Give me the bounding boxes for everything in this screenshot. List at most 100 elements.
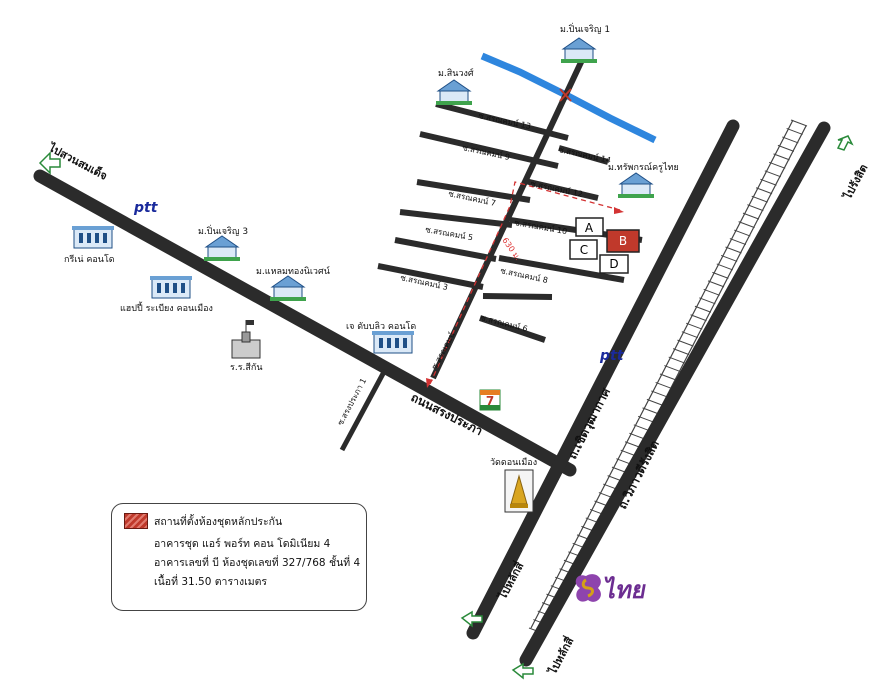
route-arrow-head-1 bbox=[426, 378, 433, 388]
seven-eleven-icon: 7 bbox=[479, 389, 501, 411]
legend-line-1: อาคารชุด แอร์ พอร์ท คอน โดมิเนียม 4 bbox=[154, 538, 331, 550]
block-d bbox=[599, 254, 629, 274]
rail-tie bbox=[668, 356, 685, 364]
legend-line-3: เนื้อที่ 31.50 ตารางเมตร bbox=[154, 576, 268, 588]
soi-sornkom-label: ซ.สรณคมน์ bbox=[429, 330, 457, 371]
legend-swatch bbox=[124, 513, 148, 529]
rail-tie bbox=[707, 280, 725, 288]
rail-tie bbox=[681, 331, 699, 339]
rail-tie bbox=[734, 229, 751, 237]
rail-tie bbox=[742, 212, 760, 220]
building-icon bbox=[150, 276, 192, 299]
pun-charoen-1-label: ม.ปิ่นเจริญ 1 bbox=[560, 22, 610, 35]
logo-text: ไทย bbox=[599, 575, 649, 604]
legend-title: สถานที่ตั้งห้องชุดหลักประกัน bbox=[154, 516, 283, 528]
seven-eleven-label: 7 bbox=[486, 394, 494, 408]
rail-tie bbox=[633, 424, 650, 432]
rail-tie bbox=[716, 263, 733, 271]
thai-logo: ไทย bbox=[575, 574, 649, 604]
rail-tie bbox=[694, 305, 712, 313]
soi-5-label: ซ.สรณคมน์ 5 bbox=[425, 224, 474, 242]
vibhavadi-road bbox=[519, 121, 831, 667]
block-a-label: A bbox=[585, 221, 594, 235]
soi-10-label: ซ.สรณคมน์ 10 bbox=[514, 217, 568, 236]
rail-tie bbox=[777, 144, 795, 152]
pun-charoen-3-label: ม.ปิ่นเจริญ 3 bbox=[198, 224, 248, 237]
block-b-target bbox=[606, 229, 640, 253]
house-icon bbox=[204, 235, 240, 261]
house-icon bbox=[270, 275, 306, 301]
soi-6-label: ซ.สรณคมน์ 6 bbox=[480, 312, 529, 333]
rail-tie bbox=[764, 170, 781, 178]
ptt-logo-2: ptt bbox=[599, 348, 625, 364]
to-lak-si-label-2: ไปหลักสี่ bbox=[543, 634, 576, 678]
rail-tie bbox=[725, 246, 742, 254]
rail-tie bbox=[768, 161, 786, 169]
building-icon bbox=[72, 226, 114, 249]
rail-tie bbox=[690, 314, 707, 322]
rail-tie bbox=[755, 187, 773, 195]
rail-tie bbox=[642, 407, 659, 415]
railway bbox=[528, 119, 808, 635]
arrow-icon bbox=[511, 662, 534, 680]
wat-label: วัดดอนเมือง bbox=[490, 457, 537, 468]
rail-tie bbox=[686, 322, 703, 330]
rail-tie bbox=[651, 390, 668, 398]
block-d-label: D bbox=[609, 257, 618, 271]
rail-tie bbox=[773, 153, 790, 161]
legend-box: สถานที่ตั้งห้องชุดหลักประกัน อาคารชุด แอ… bbox=[111, 503, 367, 611]
sinwong-label: ม.สินวงศ์ bbox=[438, 67, 474, 79]
school-label: ร.ร.สีกัน bbox=[230, 362, 262, 373]
rail-tie bbox=[790, 119, 808, 127]
block-c-label: C bbox=[580, 243, 588, 257]
soi-12-label: ซ.สรณคมน์ 12 bbox=[530, 178, 584, 199]
rail-tie bbox=[677, 339, 694, 347]
rail-tie bbox=[637, 415, 655, 423]
route-arrow-head-2 bbox=[614, 207, 624, 214]
saphakorn-label: ม.ทรัพกรณ์ครูไทย bbox=[608, 161, 679, 173]
soi-9-label: ซ.สรณคมน์ 9 bbox=[462, 142, 511, 162]
building-icon bbox=[372, 331, 414, 354]
happy-condo-label: แฮปปี้ ระเบียง คอนเมือง bbox=[120, 301, 213, 314]
cherd-wuthakat-road bbox=[466, 119, 740, 640]
rail-tie bbox=[655, 381, 672, 389]
bridge-marker bbox=[559, 88, 572, 102]
rail-tie bbox=[712, 271, 729, 279]
arrow-icon bbox=[836, 135, 854, 151]
rail-tie bbox=[703, 288, 720, 296]
route-line bbox=[429, 181, 621, 385]
block-c bbox=[569, 239, 598, 260]
rail-tie bbox=[672, 348, 690, 356]
block-b-label: B bbox=[619, 234, 627, 248]
temple-icon bbox=[504, 469, 534, 513]
jw-condo-label: เจ ดับบลิว คอนโด bbox=[346, 321, 416, 332]
rail-tie bbox=[720, 254, 738, 262]
rail-tie bbox=[659, 373, 677, 381]
rail-tie bbox=[751, 195, 768, 203]
rail-tie bbox=[729, 238, 747, 246]
legend-line-2: อาคารเลขที่ บี ห้องชุดเลขที่ 327/768 ชั้… bbox=[154, 557, 361, 569]
school-icon bbox=[231, 320, 261, 359]
rail-tie bbox=[664, 365, 681, 373]
ptt-logo-1: ptt bbox=[133, 200, 159, 216]
house-icon bbox=[436, 79, 472, 105]
rail-tie bbox=[786, 127, 803, 135]
soi-songprapa-1 bbox=[339, 368, 388, 452]
rail-tie bbox=[782, 136, 799, 144]
soi-14-label: ซ.สรณคมน์ 14 bbox=[558, 144, 612, 165]
rail-tie bbox=[699, 297, 716, 305]
house-icon bbox=[561, 37, 597, 63]
soi-sornkom-spine bbox=[430, 56, 586, 380]
house-icon bbox=[618, 172, 654, 198]
soi-songprapa-1-label: ซ.สรงประภา 1 bbox=[336, 377, 368, 427]
sois bbox=[377, 101, 643, 343]
laem-thong-label: ม.แหลมทองนิเวศน์ bbox=[256, 265, 330, 277]
block-a bbox=[575, 217, 604, 237]
rail-tie bbox=[738, 221, 755, 229]
building-blocks: A B C D bbox=[569, 217, 640, 274]
to-rangsit-label: ไปรังสิต bbox=[839, 162, 870, 204]
soi-13-label: ซ.สรณคมน์ 13 bbox=[478, 110, 532, 131]
green-condo-label: กรีเน่ คอนโด bbox=[64, 254, 115, 265]
arrow-icon bbox=[38, 151, 61, 175]
